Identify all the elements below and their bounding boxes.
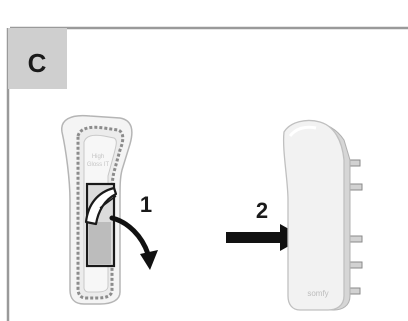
step-1-label: 1 bbox=[140, 192, 152, 217]
device-shell-open: High Gloss IT bbox=[62, 116, 132, 304]
brand-text: somfy bbox=[307, 289, 328, 298]
badge-letter: C bbox=[28, 48, 47, 78]
inner-emboss-text: High bbox=[92, 154, 104, 160]
step-badge: C bbox=[8, 28, 67, 89]
inner-emboss-text-2: Gloss IT bbox=[87, 162, 110, 168]
step-2-label: 2 bbox=[256, 198, 268, 223]
device-closed: somfy bbox=[284, 120, 362, 310]
